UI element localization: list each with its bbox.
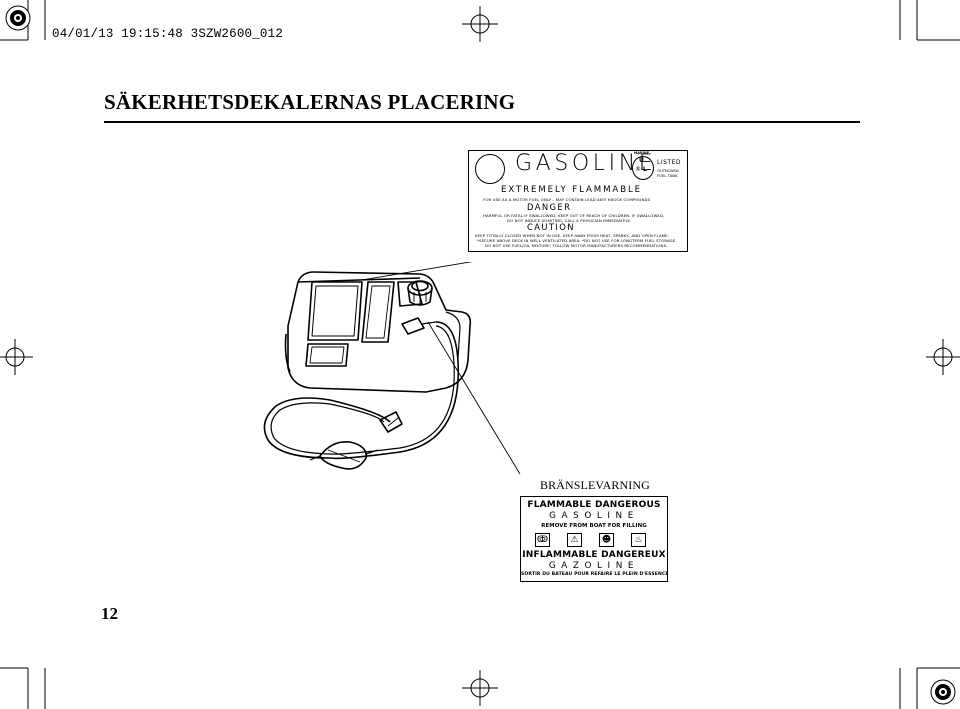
gasoline-heading: GASOLINE [515,151,657,176]
outboard-line-1: OUTBOARD [657,168,679,173]
warning-triangle-icon: ⚠ [567,533,582,547]
fuel-line-1: FLAMMABLE DANGEROUS [527,500,661,510]
page-title: SÄKERHETSDEKALERNAS PLACERING [104,90,516,114]
print-job-metadata: 04/01/13 19:15:48 3SZW2600_012 [52,27,284,41]
fuel-line-2: GASOLINE [549,511,639,521]
ul-registered-mark: ® [635,166,641,173]
ul-letter-l: L [643,166,647,173]
danger-heading: DANGER [527,202,572,212]
caution-heading: CAUTION [527,222,575,232]
blank-circle-icon [475,154,505,184]
fuel-use-text: FOR USE AS A MOTOR FUEL ONLY – MAY CONTA… [483,197,651,202]
ul-letter-u: U [639,157,644,164]
danger-text-2: DO NOT INDUCE VOMITING, CALL A PHYSICIAN… [507,218,631,223]
fuel-tank-illustration [263,262,521,475]
marine-mark: MARINE [634,151,650,155]
fuel-warning-caption: BRÄNSLEVARNING [540,478,650,492]
caution-text-3: DO NOT USE FUEL/OIL MIXTURE; FOLLOW MOTO… [485,243,668,248]
gasoline-danger-decal: GASOLINE MARINE U ® L LISTED OUTBOARD FU… [468,150,688,252]
title-rule [104,121,860,123]
hand-fire-icon: ↂ [535,533,550,547]
caution-text-2: *SECURE ABOVE DECK IN WELL VENTILATED AR… [477,238,677,243]
extremely-flammable-heading: EXTREMELY FLAMMABLE [501,185,643,195]
listed-text: LISTED [657,159,681,166]
ul-logo-icon [632,156,654,180]
fuel-line-5: GAZOLINE [548,561,640,571]
child-icon: ☻ [599,533,614,547]
flame-icon: ♨ [631,533,646,547]
page-number: 12 [101,604,118,623]
fuel-line-6: SORTIR DU BATEAU POUR REFAIRE LE PLEIN D… [521,572,669,577]
fuel-line-4: INFLAMMABLE DANGEREUX [522,550,666,560]
danger-text-1: HARMFUL OR FATAL IF SWALLOWED, KEEP OUT … [483,213,665,218]
outboard-line-2: FUEL TANK [657,172,678,178]
fuel-line-3: REMOVE FROM BOAT FOR FILLING [541,523,647,529]
caution-text-1: KEEP TOTALLY CLOSED WHEN NOT IN USE. KEE… [475,233,669,238]
fuel-warning-decal: FLAMMABLE DANGEROUS GASOLINE REMOVE FROM… [520,496,669,582]
outboard-text: OUTBOARD FUEL TANK [657,168,679,178]
